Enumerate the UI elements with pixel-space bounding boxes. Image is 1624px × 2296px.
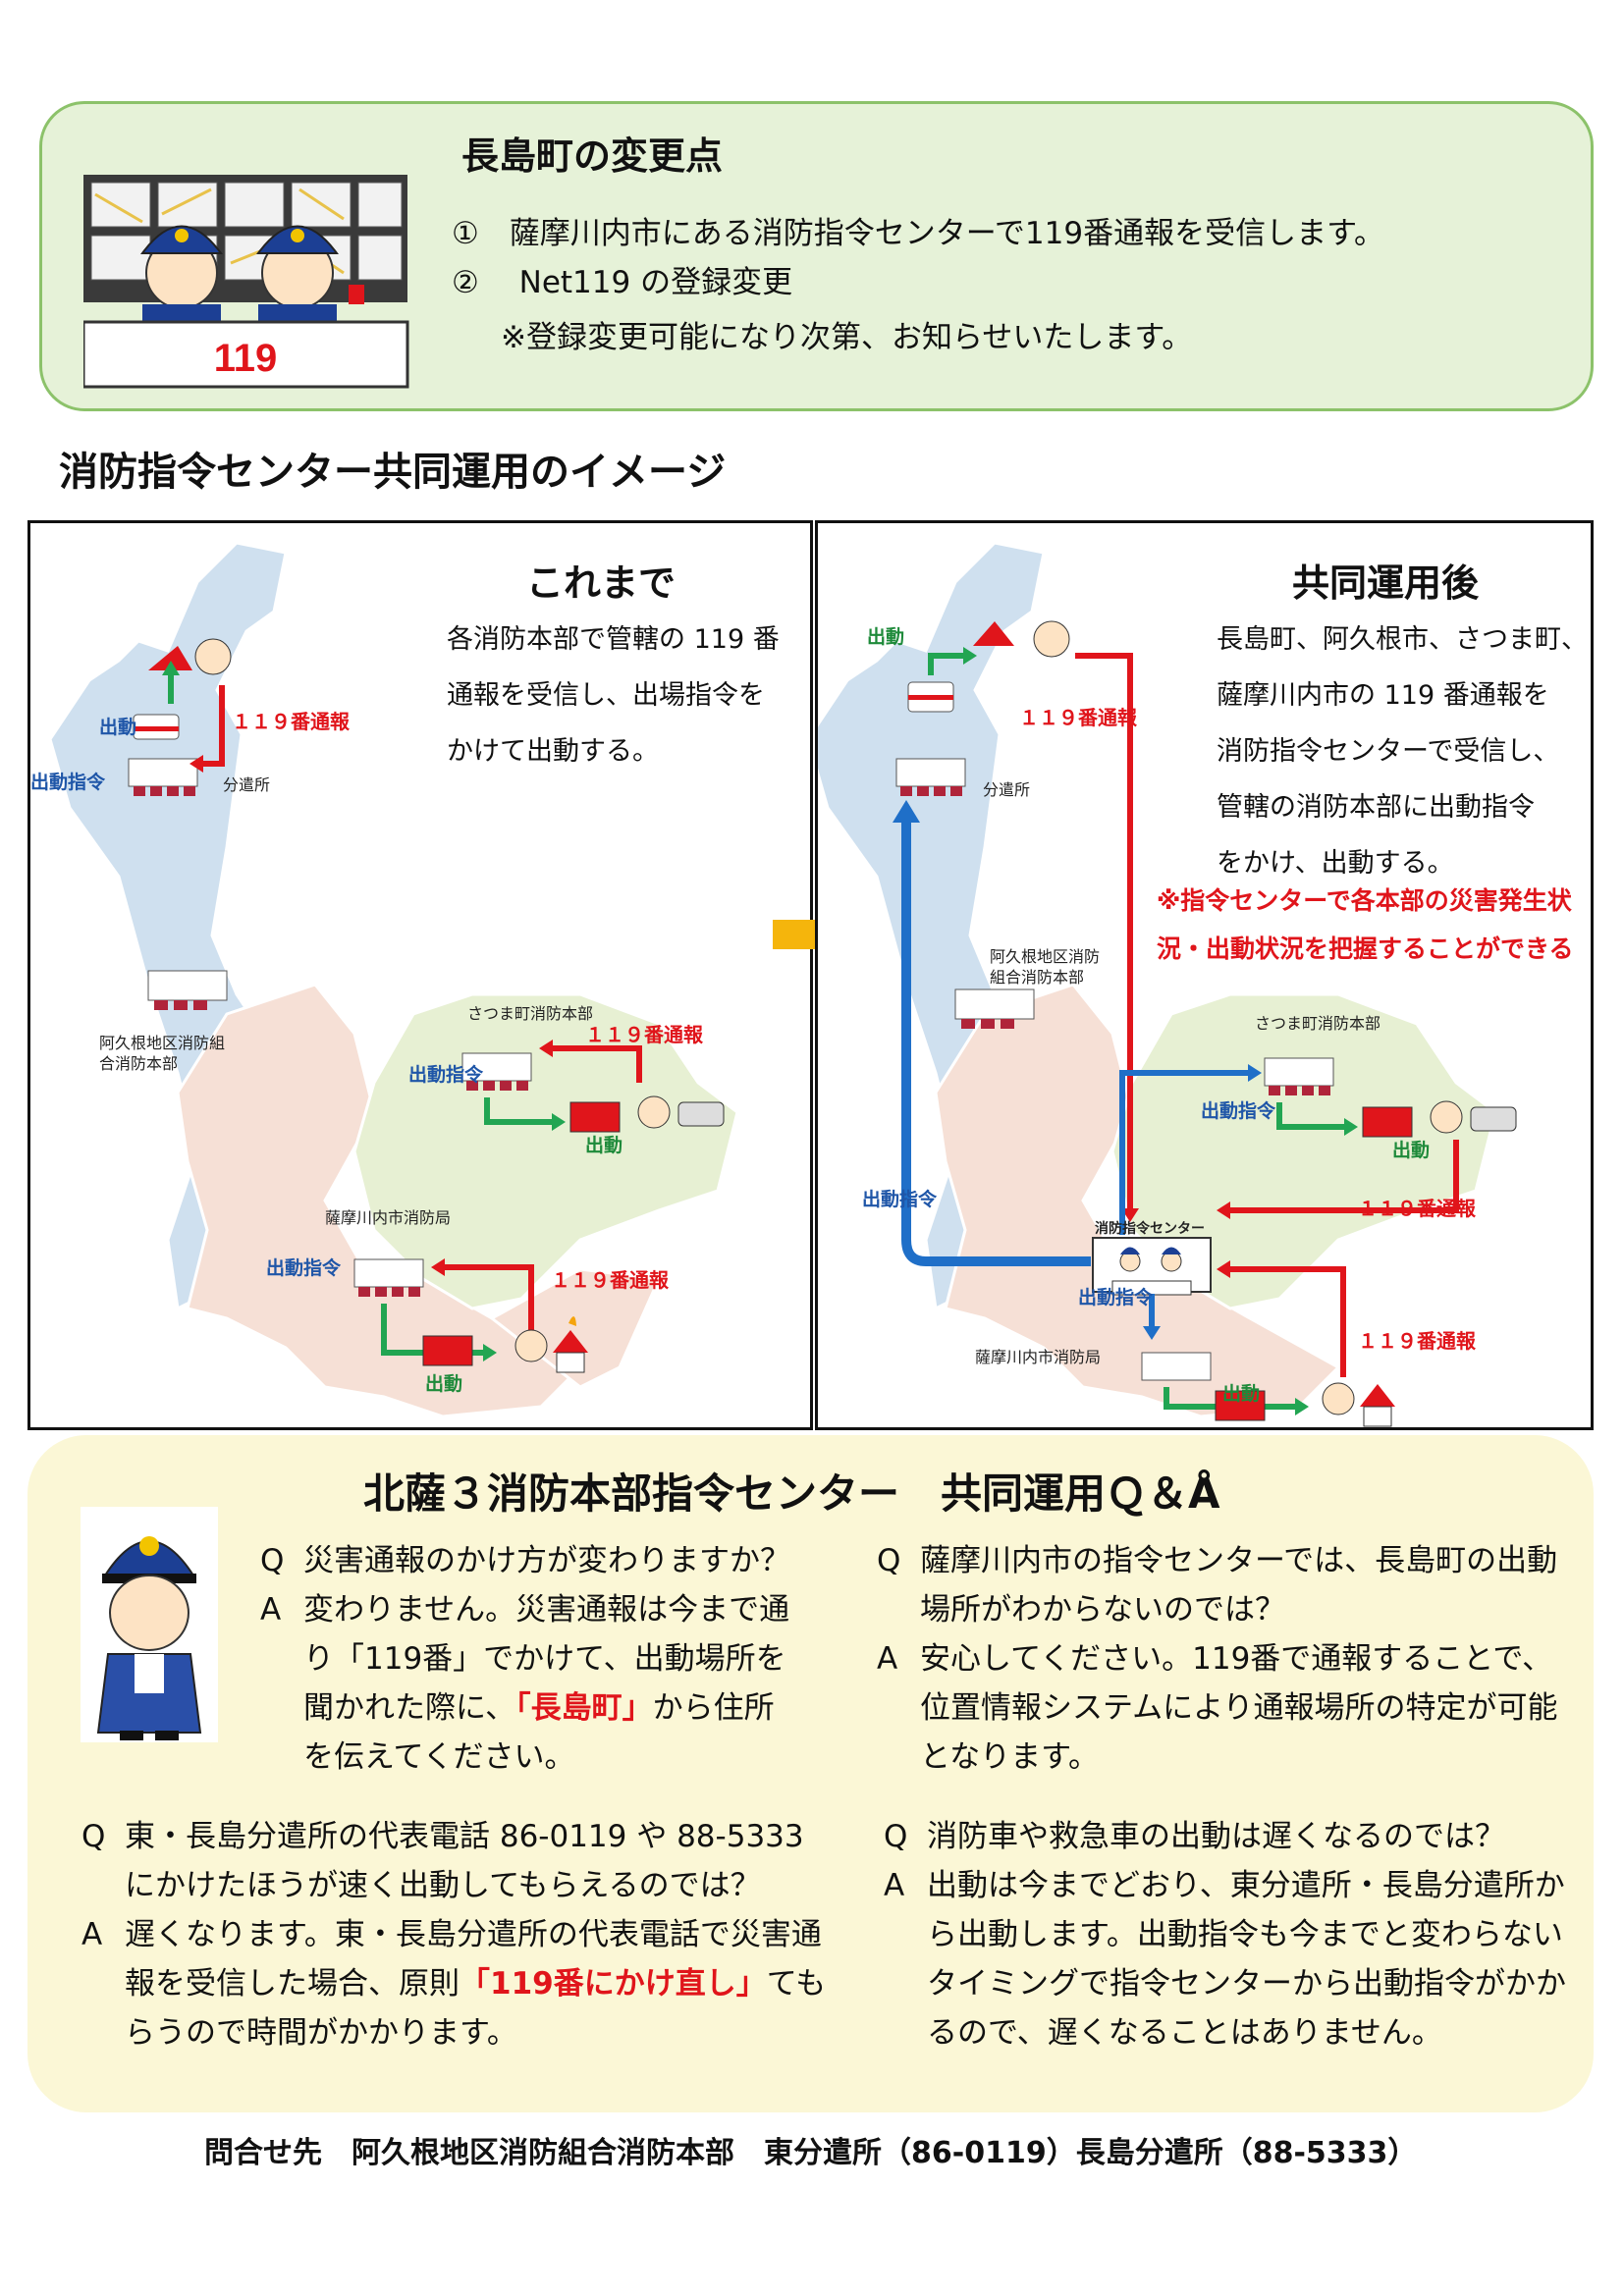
change-item-2: ② Net119 の登録変更 <box>452 265 793 300</box>
before-heading: これまで <box>526 561 677 605</box>
before-label-dispatch-order-satsuma: 出動指令 <box>408 1063 484 1086</box>
before-label-akune-1: 阿久根地区消防組 <box>99 1034 225 1052</box>
before-label-dispatch-order-north: 出動指令 <box>30 771 106 793</box>
before-desc: 各消防本部で管轄の 119 番 通報を受信し、出場指令を かけて出動する。 <box>447 612 780 779</box>
map-before-panel: 出動指令 出動 １１９番通報 分遣所 阿久根地区消防組 合消防本部 さつま町消防… <box>27 520 813 1430</box>
qa2-a-mark: A <box>877 1641 898 1677</box>
before-label-dispatch-sendai: 出動 <box>425 1372 462 1395</box>
after-label-sendai: 薩摩川内市消防局 <box>975 1348 1101 1366</box>
qa4-a-mark: A <box>884 1868 905 1903</box>
after-label-dispatch-north: 出動 <box>867 625 904 648</box>
qa1-q-mark: Q <box>260 1543 285 1578</box>
after-label-dispatch-sendai: 出動 <box>1222 1382 1260 1405</box>
after-label-center: 消防指令センター <box>1095 1220 1205 1237</box>
qa-item-2: Q 薩摩川内市の指令センターでは、長島町の出動場所がわからないのでは？ A 安心して… <box>877 1536 1579 1782</box>
after-label-satsuma: さつま町消防本部 <box>1255 1014 1380 1033</box>
qa2-answer: 安心してください。119番で通報することで、位置情報システムにより通報場所の特定… <box>920 1641 1558 1775</box>
after-label-call-119-sendai: １１９番通報 <box>1358 1329 1477 1353</box>
after-heading: 共同運用後 <box>1292 561 1480 605</box>
qa1-answer-highlight: 「長島町」 <box>515 1690 653 1726</box>
qa1-answer-pre: 変わりません。災害通報は今まで通り「119番」でかけて、出動場所を聞かれた際に、 <box>303 1592 790 1726</box>
after-label-dispatch-order-north: 出動指令 <box>862 1188 938 1210</box>
qa3-q-mark: Q <box>81 1819 106 1854</box>
qa-item-1: Q 災害通報のかけ方が変わりますか？ A 変わりません。災害通報は今まで通り「119… <box>260 1536 790 1782</box>
qa3-answer-highlight: 「119番にかけ直し」 <box>460 1966 767 2002</box>
after-label-branch: 分遣所 <box>983 780 1030 799</box>
qa1-answer-post: から住所を伝えてください。 <box>303 1690 775 1775</box>
before-label-satsuma: さつま町消防本部 <box>467 1004 593 1023</box>
qa4-q-mark: Q <box>884 1819 908 1854</box>
after-label-akune-1: 阿久根地区消防 <box>990 947 1100 966</box>
after-label-akune-2: 組合消防本部 <box>990 968 1084 987</box>
changes-title: 長島町の変更点 <box>461 134 724 178</box>
after-desc-line-3: 消防指令センターで受信し、 <box>1217 736 1560 767</box>
before-desc-line-2: 通報を受信し、出場指令を <box>447 680 765 711</box>
before-label-call-119-north: １１９番通報 <box>232 710 351 733</box>
before-label-dispatch-north: 出動 <box>99 716 136 738</box>
before-desc-line-1: 各消防本部で管轄の 119 番 <box>447 624 780 655</box>
qa-panel <box>27 1435 1594 2112</box>
before-label-dispatch-order-sendai: 出動指令 <box>266 1256 342 1279</box>
change-item-1: ① 薩摩川内市にある消防指令センターで119番通報を受信します。 <box>452 216 1384 251</box>
qa2-question: 薩摩川内市の指令センターでは、長島町の出動場所がわからないのでは？ <box>920 1543 1558 1628</box>
map-after-panel: 出動 １１９番通報 分遣所 阿久根地区消防 組合消防本部 出動指令 さつま町消防… <box>815 520 1594 1430</box>
qa1-a-mark: A <box>260 1592 282 1628</box>
qa-title: 北薩３消防本部指令センター 共同運用Ｑ＆Å <box>363 1469 1220 1518</box>
qa-item-4: Q 消防車や救急車の出動は遅くなるのでは？ A 出動は今までどおり、東分遣所・長島分… <box>884 1812 1571 2057</box>
after-label-dispatch-satsuma: 出動 <box>1392 1139 1430 1161</box>
qa2-q-mark: Q <box>877 1543 901 1578</box>
after-label-call-119-north: １１９番通報 <box>1019 706 1138 729</box>
change-item-2-note: ※登録変更可能になり次第、お知らせいたします。 <box>501 320 1193 355</box>
map-after-diagram: 出動 １１９番通報 分遣所 阿久根地区消防 組合消防本部 出動指令 さつま町消防… <box>818 541 1517 1427</box>
before-label-akune-2: 合消防本部 <box>99 1054 178 1073</box>
after-label-call-119-satsuma: １１９番通報 <box>1358 1197 1477 1220</box>
after-label-dispatch-order-satsuma: 出動指令 <box>1201 1099 1276 1122</box>
before-label-branch: 分遣所 <box>223 775 270 794</box>
qa3-a-mark: A <box>81 1917 103 1952</box>
footer-contact: 問合せ先 阿久根地区消防組合消防本部 東分遣所（86-0119）長島分遣所（88… <box>204 2136 1418 2170</box>
qa1-answer: 変わりません。災害通報は今まで通り「119番」でかけて、出動場所を聞かれた際に、… <box>303 1585 790 1782</box>
after-label-dispatch-order-sendai: 出動指令 <box>1078 1286 1154 1308</box>
qa3-question: 東・長島分遣所の代表電話 86-0119 や 88-5333 にかけたほうが速く… <box>125 1819 804 1903</box>
qa4-question: 消防車や救急車の出動は遅くなるのでは？ <box>927 1819 1505 1854</box>
qa3-answer: 遅くなります。東・長島分遣所の代表電話で災害通報を受信した場合、原則「119番に… <box>125 1910 828 2057</box>
firefighter-icon <box>81 1507 218 1742</box>
after-note-line-2: 況・出動状況を把握することができる <box>1157 934 1574 963</box>
after-desc-line-4: 管轄の消防本部に出動指令 <box>1217 792 1535 823</box>
qa3-answer-pre: 遅くなります。東・長島分遣所の代表電話で災害通報を受信した場合、原則 <box>125 1917 822 2002</box>
before-label-call-119-sendai: １１９番通報 <box>551 1268 670 1292</box>
qa-item-3: Q 東・長島分遣所の代表電話 86-0119 や 88-5333 にかけたほうが速… <box>81 1812 828 2057</box>
after-desc-line-2: 薩摩川内市の 119 番通報を <box>1217 680 1549 711</box>
qa3-answer-post: てもらうので時間がかかります。 <box>125 1966 827 2051</box>
before-label-call-119-satsuma: １１９番通報 <box>585 1023 704 1046</box>
section-heading: 消防指令センター共同運用のイメージ <box>59 450 727 495</box>
qa1-question: 災害通報のかけ方が変わりますか？ <box>303 1543 790 1578</box>
dispatcher-illustration-icon: 119 <box>83 175 409 389</box>
after-note-line-1: ※指令センターで各本部の災害発生状 <box>1157 886 1572 915</box>
before-desc-line-3: かけて出動する。 <box>447 736 659 767</box>
after-desc-line-1: 長島町、阿久根市、さつま町、 <box>1217 624 1588 655</box>
before-label-sendai: 薩摩川内市消防局 <box>325 1208 451 1227</box>
map-before-diagram: 出動指令 出動 １１９番通報 分遣所 阿久根地区消防組 合消防本部 さつま町消防… <box>30 541 739 1418</box>
qa4-answer: 出動は今までどおり、東分遣所・長島分遣所から出動します。出動指令も今までと変わら… <box>927 1868 1566 2051</box>
before-label-dispatch-satsuma: 出動 <box>585 1134 623 1156</box>
icon-119-sign: 119 <box>214 337 278 380</box>
after-desc: 長島町、阿久根市、さつま町、 薩摩川内市の 119 番通報を 消防指令センターで… <box>1217 612 1588 891</box>
after-desc-line-5: をかけ、出動する。 <box>1217 848 1454 879</box>
after-note: ※指令センターで各本部の災害発生状 況・出動状況を把握することができる <box>1157 877 1574 973</box>
